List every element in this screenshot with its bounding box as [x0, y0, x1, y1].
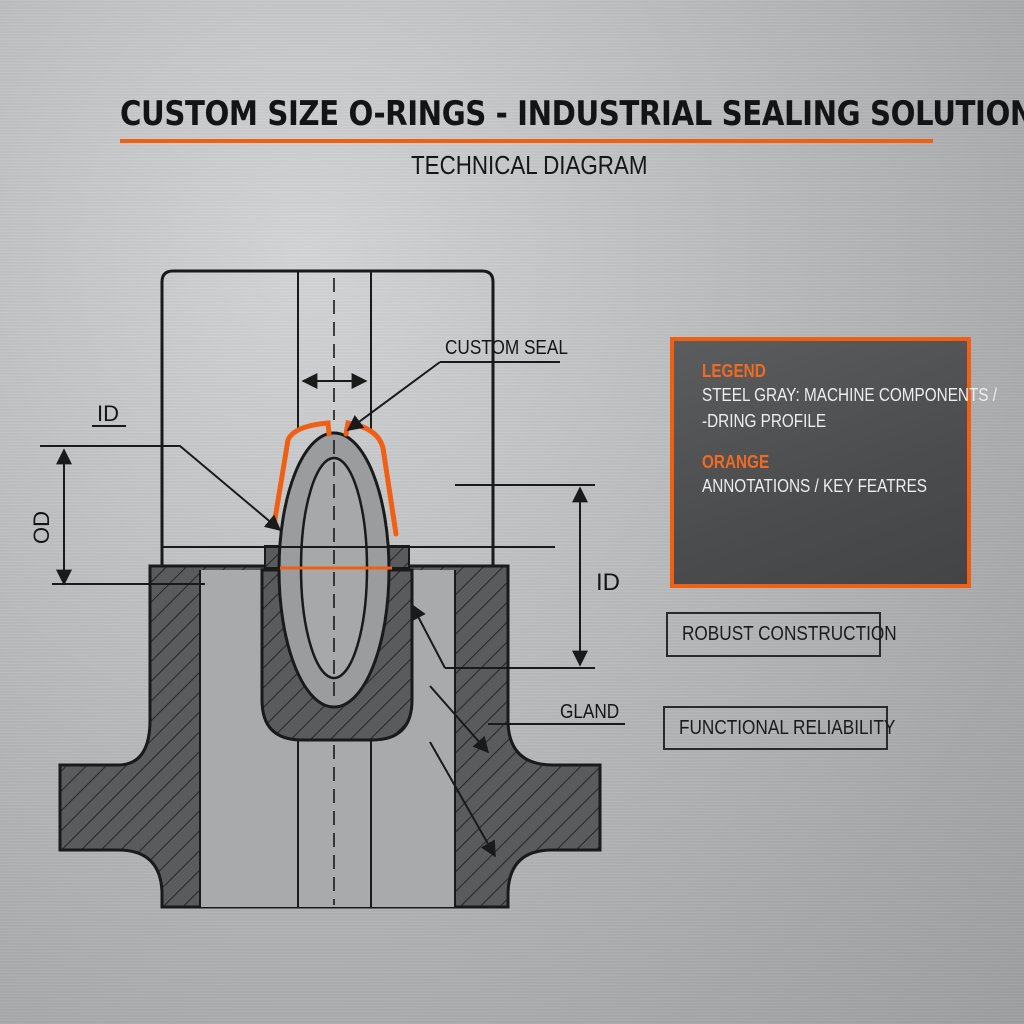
custom-seal-left-lip	[271, 420, 332, 528]
legend-line-steel: STEEL GRAY: MACHINE COMPONENTS /	[702, 385, 998, 405]
gland-label: GLAND	[560, 700, 619, 723]
id-right-leader	[411, 603, 446, 669]
legend-line-annotations: ANNOTATIONS / KEY FEATRES	[702, 476, 928, 496]
legend-panel: LEGEND STEEL GRAY: MACHINE COMPONENTS / …	[670, 337, 998, 588]
od-label: OD	[29, 511, 54, 544]
functional-reliability-box: FUNCTIONAL RELIABILITY	[663, 706, 895, 750]
custom-seal-label: CUSTOM SEAL	[445, 336, 568, 359]
id-left-label: ID	[97, 401, 119, 426]
upper-housing	[160, 269, 495, 567]
gland-leader-2	[429, 741, 496, 858]
custom-seal-leader	[346, 361, 441, 431]
page-subtitle: TECHNICAL DIAGRAM	[411, 150, 648, 180]
gland-leader-1	[429, 685, 490, 754]
id-left-leader	[40, 445, 282, 532]
id-right-label: ID	[596, 569, 620, 596]
legend-heading-orange: ORANGE	[702, 452, 770, 472]
functional-reliability-label: FUNCTIONAL RELIABILITY	[679, 716, 896, 739]
title-underline	[120, 139, 933, 143]
robust-construction-label: ROBUST CONSTRUCTION	[682, 623, 897, 645]
legend-heading: LEGEND	[702, 361, 766, 381]
legend-line-profile: -DRING PROFILE	[702, 411, 827, 431]
robust-construction-box: ROBUST CONSTRUCTION	[666, 612, 897, 657]
